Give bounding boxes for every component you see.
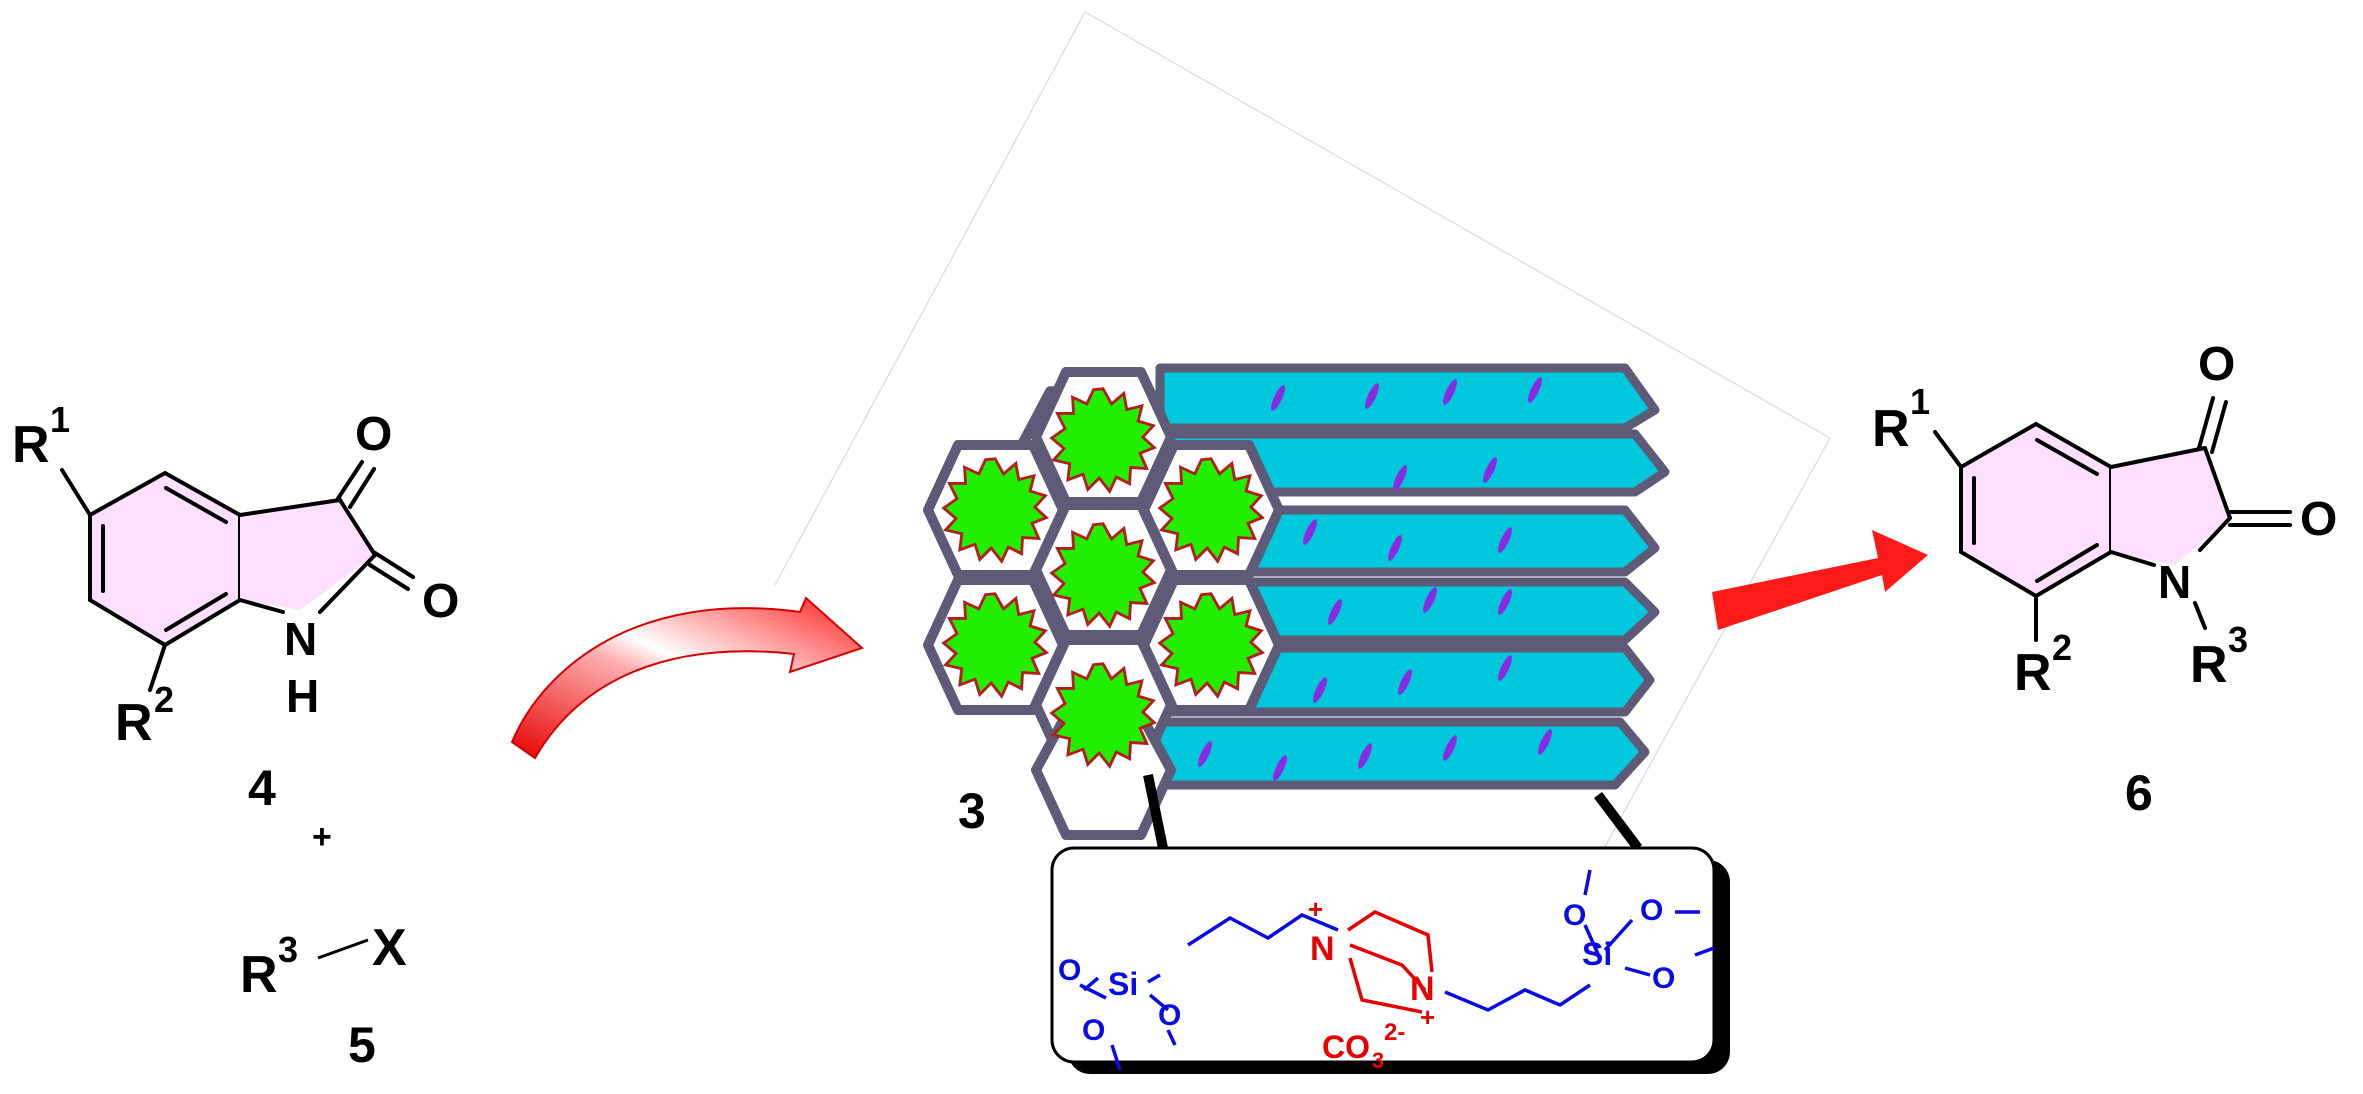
straight-arrow-icon — [1712, 530, 1928, 630]
linker-o-5: O — [1640, 894, 1663, 927]
halide-r3-sup: 3 — [278, 929, 298, 970]
linker-o-6: O — [1652, 962, 1675, 995]
plus-sign: + — [312, 818, 332, 856]
product-r2-sup: 2 — [2052, 627, 2072, 668]
compound-6-label: 6 — [2125, 765, 2153, 821]
product-r1-sup: 1 — [1910, 381, 1930, 422]
product-r1: R — [1872, 400, 1910, 458]
product-r2: R — [2014, 644, 2052, 702]
halide-r3: R — [240, 946, 278, 1004]
isatin-o-top: O — [355, 408, 392, 461]
isatin-n: N — [284, 613, 317, 665]
dash-marks — [1198, 377, 1552, 781]
isatin-r2-sup: 2 — [154, 679, 174, 720]
isatin-r2: R — [115, 694, 153, 752]
isatin-h: H — [286, 670, 319, 722]
catalyst-material: 3 — [923, 363, 1670, 840]
halide-bond — [317, 938, 369, 960]
benzene-ring — [88, 470, 242, 648]
linker-o-3: O — [1082, 1014, 1105, 1047]
inset-connectors — [1143, 773, 1642, 852]
five-ring — [240, 500, 375, 610]
product-n: N — [2158, 556, 2191, 608]
product-o-top: O — [2198, 338, 2235, 391]
isatin-structure: O O N H R 1 R 2 4 — [12, 399, 459, 816]
dabco-n-left-charge: + — [1308, 894, 1323, 924]
carbonate-charge: 2- — [1384, 1019, 1405, 1046]
carbonate-co: CO — [1322, 1029, 1370, 1065]
compound-3-label: 3 — [958, 783, 986, 839]
linker-si-right: Si — [1582, 936, 1612, 972]
halide-x: X — [372, 919, 407, 977]
product-structure: O O N R 1 R 2 R 3 6 — [1872, 338, 2337, 821]
dabco-n-left: N — [1310, 930, 1335, 968]
product-benzene-ring — [1959, 421, 2113, 599]
dabco-n-right-charge: + — [1420, 1002, 1435, 1032]
compound-5-label: 5 — [348, 1017, 376, 1073]
carbonate-sub: 3 — [1372, 1048, 1384, 1073]
dabco-n-right: N — [1410, 970, 1435, 1008]
product-r3-sup: 3 — [2228, 619, 2248, 660]
linker-si-left: Si — [1108, 966, 1138, 1002]
isatin-r1-sup: 1 — [50, 399, 70, 440]
compound-4-label: 4 — [248, 760, 276, 816]
isatin-o-right: O — [422, 575, 459, 628]
isatin-r1: R — [12, 416, 50, 474]
linker-o-4: O — [1563, 899, 1586, 932]
curved-arrow-icon — [510, 596, 864, 760]
linker-o-1: O — [1058, 954, 1081, 987]
linker-o-2: O — [1158, 999, 1181, 1032]
product-o-right: O — [2300, 493, 2337, 546]
product-r3: R — [2190, 636, 2228, 694]
alkyl-halide-structure: R 3 X 5 — [240, 919, 407, 1073]
linker-inset: O Si O O N + N + CO 3 2- O O Si O — [1050, 846, 1730, 1074]
product-five-ring — [2111, 448, 2230, 565]
